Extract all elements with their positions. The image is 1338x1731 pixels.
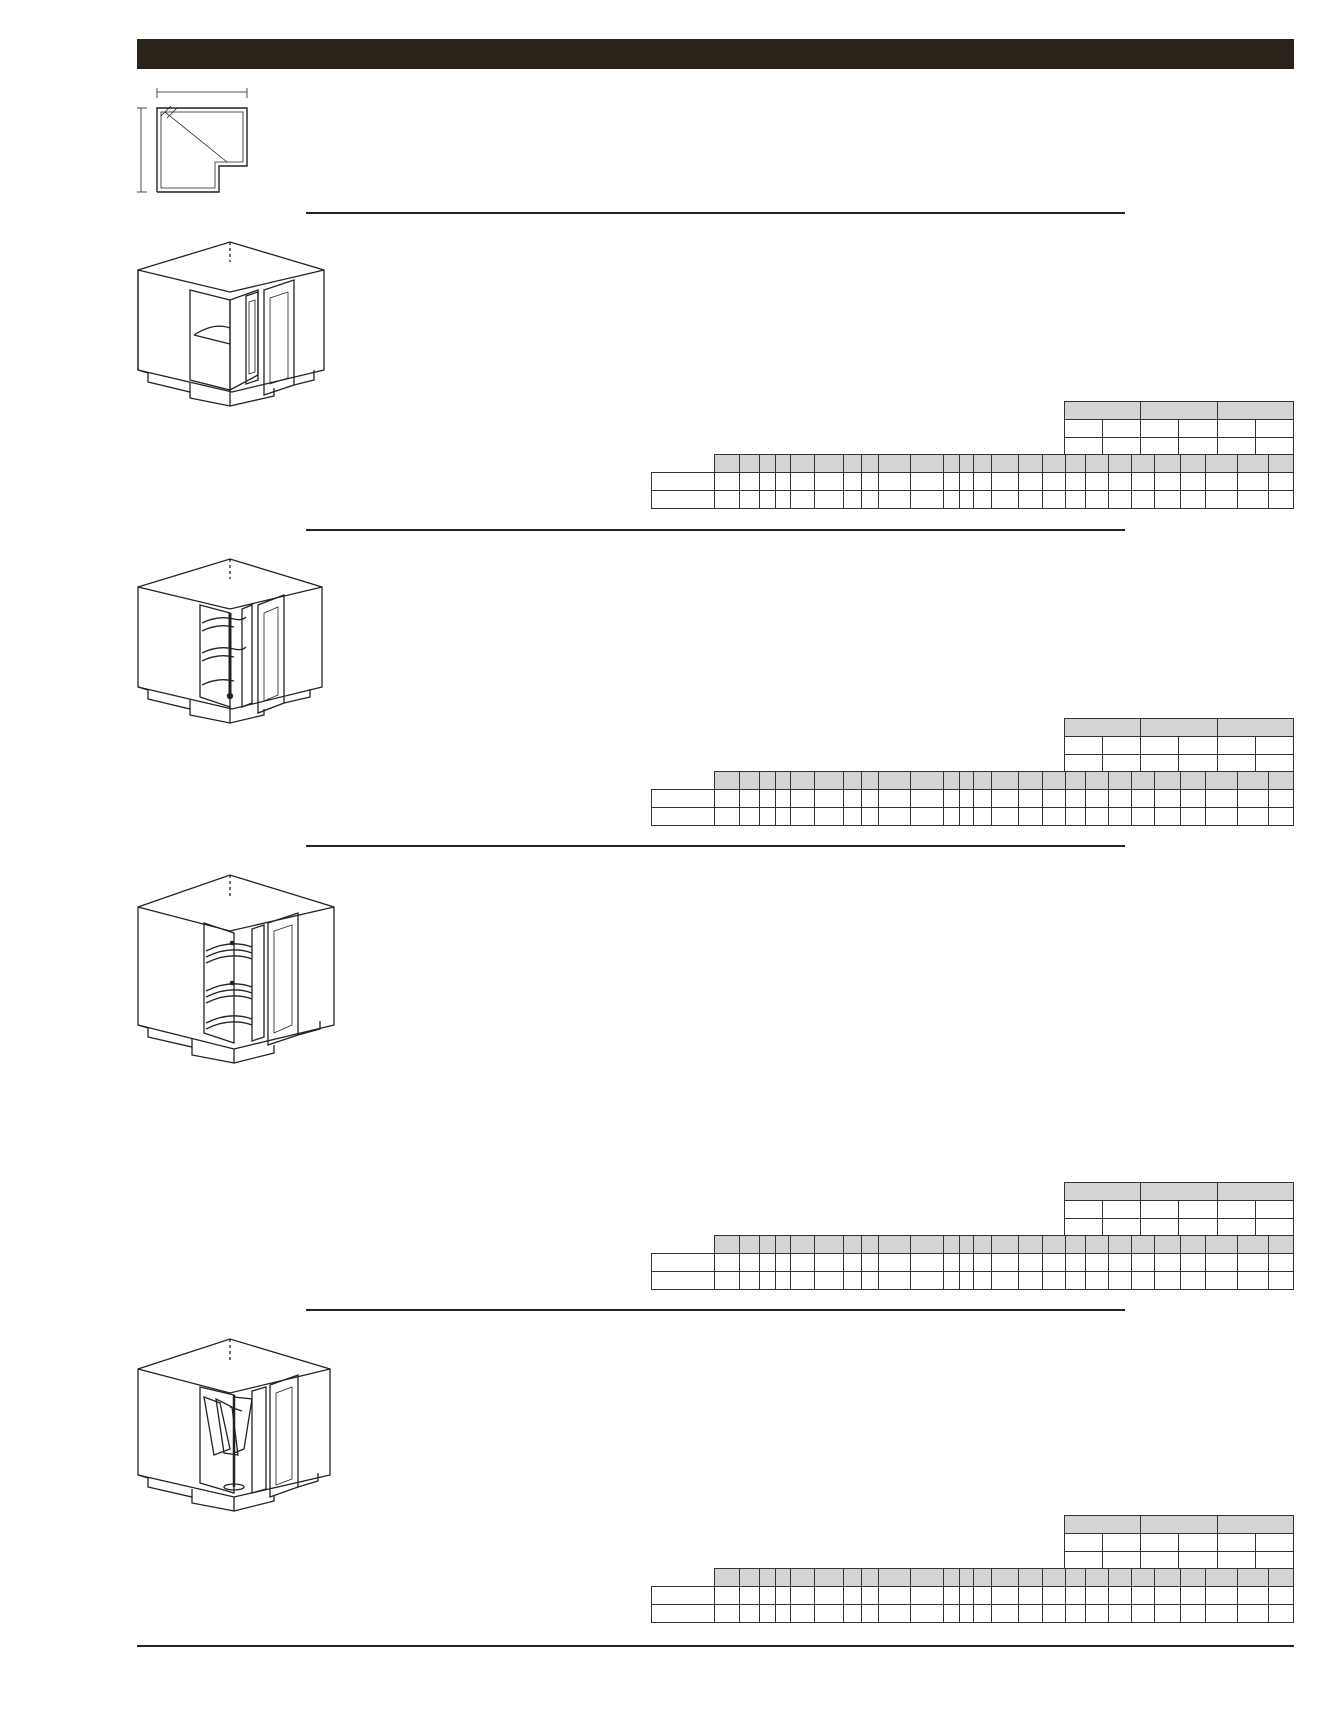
corner-base-cabinet-lazy-susan-icon bbox=[137, 558, 323, 724]
footer-rule bbox=[137, 1645, 1294, 1647]
section-divider bbox=[306, 529, 1125, 531]
header-bar bbox=[137, 39, 1294, 69]
dimension-table bbox=[1063, 1182, 1295, 1237]
price-table bbox=[650, 1235, 1294, 1290]
dimension-table bbox=[1063, 1515, 1295, 1570]
section-divider bbox=[306, 1309, 1125, 1311]
corner-cabinet-plan-icon bbox=[137, 88, 248, 193]
price-table bbox=[650, 454, 1294, 509]
price-table bbox=[650, 1568, 1294, 1623]
corner-base-cabinet-swing-out-icon bbox=[137, 1338, 331, 1512]
price-table bbox=[650, 771, 1294, 826]
section-divider bbox=[306, 845, 1125, 847]
section-divider bbox=[306, 212, 1125, 214]
corner-base-cabinet-shelves-icon bbox=[137, 241, 325, 407]
dimension-table bbox=[1063, 401, 1295, 456]
corner-base-cabinet-pie-cut-susan-icon bbox=[137, 874, 335, 1064]
dimension-table bbox=[1063, 718, 1295, 773]
